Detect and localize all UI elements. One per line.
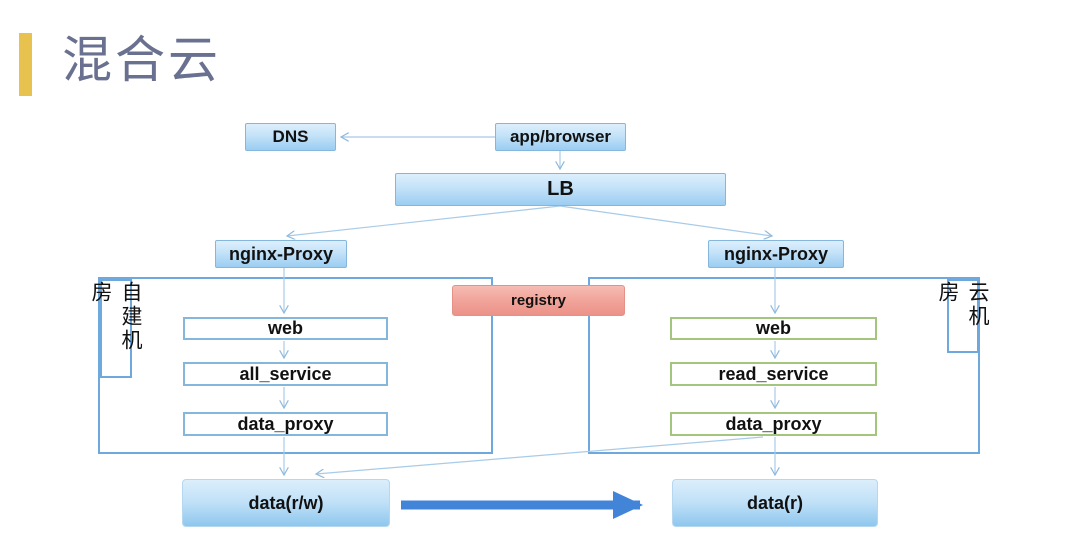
app-browser-node: app/browser — [495, 123, 626, 151]
right-datacenter-label: 云机房 — [936, 279, 990, 353]
title-accent-bar — [19, 33, 32, 96]
page-title: 混合云 — [62, 32, 221, 88]
left-datacenter-label: 自建机房 — [89, 279, 143, 378]
data-r-node: data(r) — [672, 479, 878, 527]
left-datacenter-container — [98, 277, 493, 454]
right-read-service-node: read_service — [670, 362, 877, 386]
right-data-proxy-node: data_proxy — [670, 412, 877, 436]
right-datacenter-container — [588, 277, 980, 454]
left-web-node: web — [183, 317, 388, 340]
left-all-service-node: all_service — [183, 362, 388, 386]
registry-node: registry — [452, 285, 625, 316]
dns-node: DNS — [245, 123, 336, 151]
edge-lb-to-nginx-right — [559, 205, 772, 236]
left-data-proxy-node: data_proxy — [183, 412, 388, 436]
nginx-proxy-left-node: nginx-Proxy — [215, 240, 347, 268]
data-rw-node: data(r/w) — [182, 479, 390, 527]
nginx-proxy-right-node: nginx-Proxy — [708, 240, 844, 268]
load-balancer-node: LB — [395, 173, 726, 206]
right-web-node: web — [670, 317, 877, 340]
edge-lb-to-nginx-left — [287, 205, 561, 236]
